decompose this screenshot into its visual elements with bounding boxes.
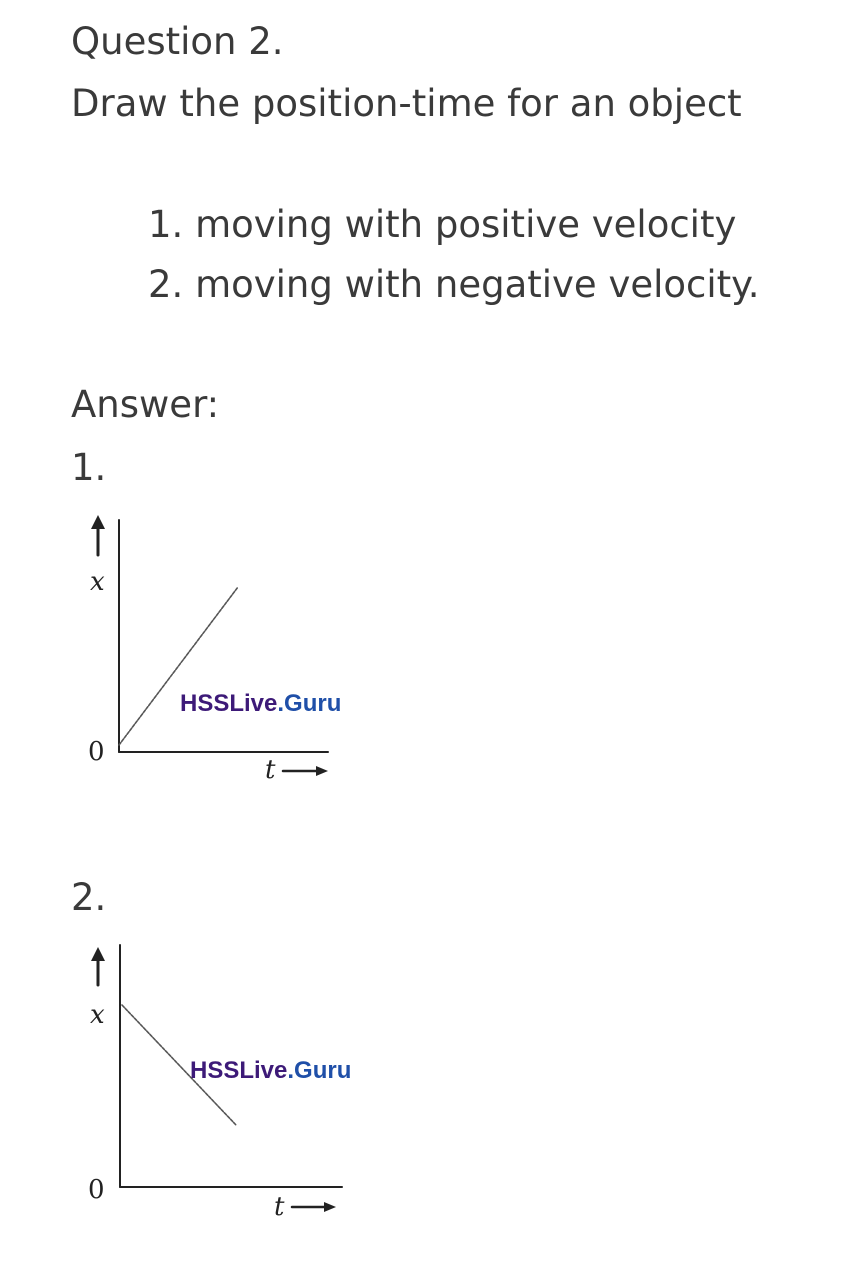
x-axis-label: t [265, 755, 276, 785]
x-axis-label: t [274, 1192, 285, 1222]
y-axis-arrowhead [91, 947, 105, 961]
question-prompt: Draw the position-time for an object [71, 82, 742, 125]
position-time-graph-negative: x 0 t HSSLive.Guru [88, 944, 351, 1222]
position-time-graph-positive: x 0 t HSSLive.Guru [88, 515, 341, 785]
x-axis-arrowhead [316, 766, 328, 776]
answer-number-2: 2. [71, 876, 107, 919]
y-axis-label: x [90, 567, 105, 597]
origin-label: 0 [88, 1175, 105, 1205]
watermark: HSSLive.Guru [180, 690, 341, 717]
question-item-negative-velocity: 2. moving with negative velocity. [148, 263, 760, 306]
position-time-line [118, 586, 239, 746]
question-item-positive-velocity: 1. moving with positive velocity [148, 203, 737, 246]
x-axis-arrowhead [324, 1202, 336, 1212]
watermark-suffix: .Guru [287, 1057, 351, 1084]
watermark: HSSLive.Guru [190, 1057, 351, 1084]
y-axis-label: x [90, 1000, 105, 1030]
answer-number-1: 1. [71, 446, 107, 489]
question-title: Question 2. [71, 20, 284, 63]
watermark-brand: HSSLive [180, 690, 277, 717]
y-axis-arrowhead [91, 515, 105, 529]
watermark-brand: HSSLive [190, 1057, 287, 1084]
watermark-suffix: .Guru [277, 690, 341, 717]
position-time-line [121, 1004, 237, 1126]
origin-label: 0 [88, 737, 105, 767]
answer-label: Answer: [71, 383, 220, 426]
